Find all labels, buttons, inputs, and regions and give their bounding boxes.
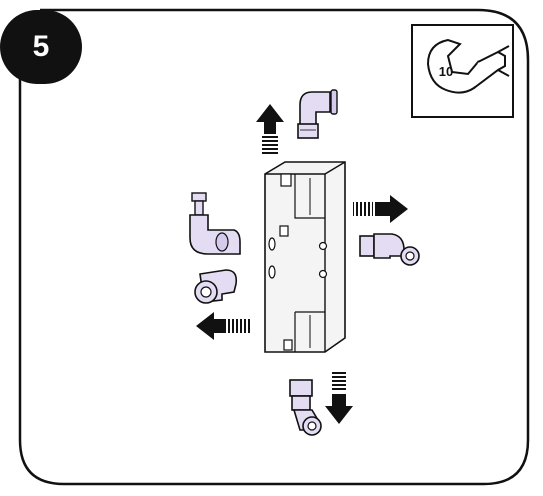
arrow-left-icon — [196, 312, 250, 340]
wrench-size-label: 10 — [438, 64, 454, 79]
fitting-left-elbow — [194, 269, 238, 304]
wrench-icon — [426, 38, 510, 94]
arrow-right-icon — [353, 195, 408, 223]
arrow-up-icon — [256, 104, 284, 154]
fitting-top — [297, 89, 338, 139]
fitting-left-silencer — [189, 192, 241, 255]
panel-frame — [18, 8, 530, 486]
step-number: 5 — [32, 30, 50, 63]
step-number-badge: 5 — [0, 10, 82, 84]
fitting-right — [359, 233, 420, 266]
fitting-bottom — [289, 379, 322, 436]
arrow-down-icon — [325, 372, 353, 424]
wrench-tool-box — [411, 24, 514, 118]
valve-body — [264, 161, 346, 353]
